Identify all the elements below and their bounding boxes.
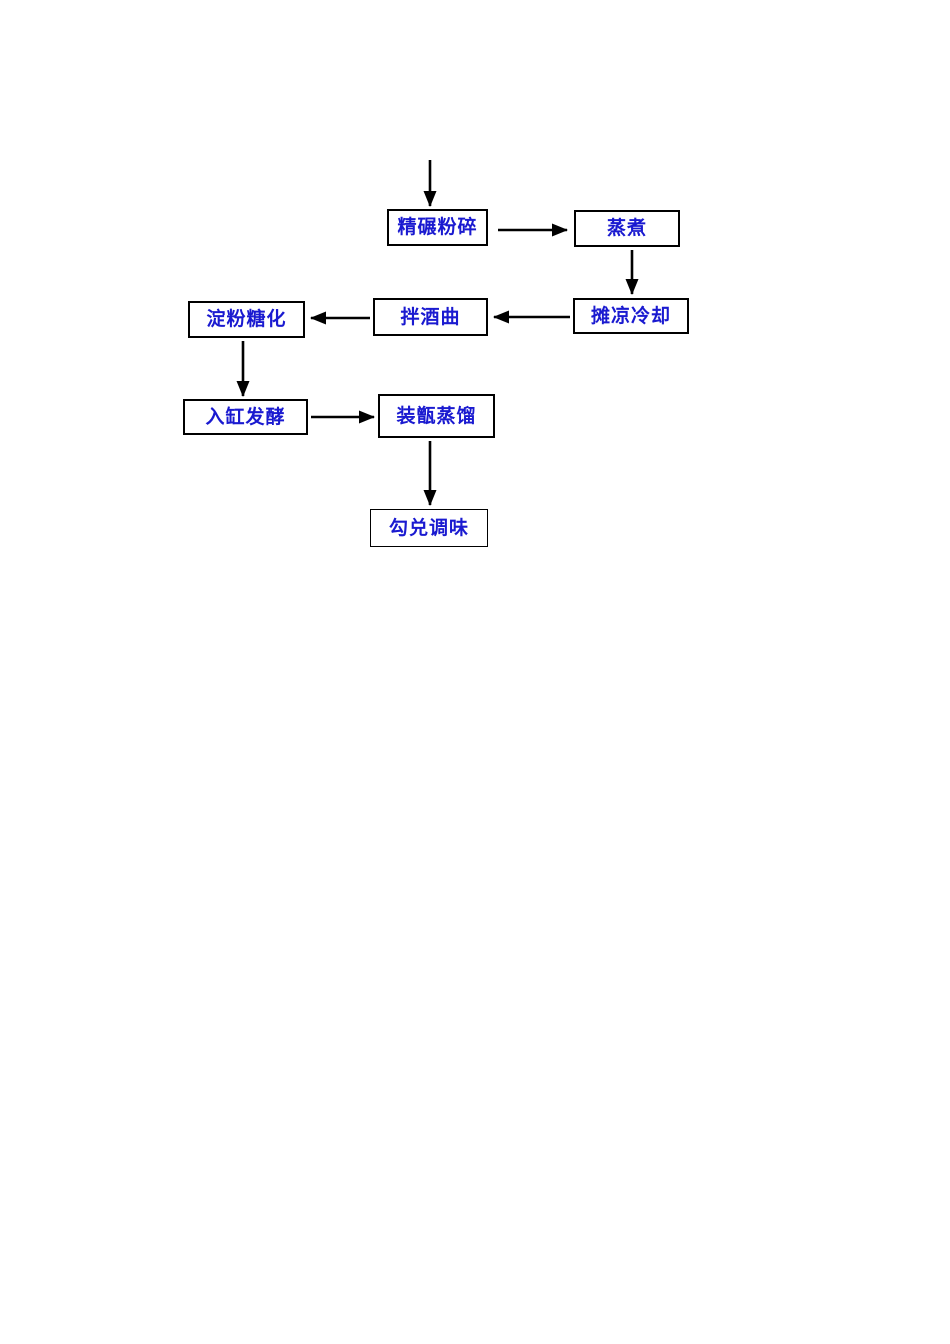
flow-node-saccharify-label: 淀粉糖化 <box>206 309 287 330</box>
flow-node-distill-label: 装甑蒸馏 <box>396 405 477 427</box>
flow-node-ferment: 入缸发酵 <box>183 399 308 435</box>
flow-node-mix-yeast: 拌酒曲 <box>373 298 488 336</box>
flow-node-ferment-label: 入缸发酵 <box>205 406 286 428</box>
flow-node-saccharify: 淀粉糖化 <box>188 301 305 338</box>
flow-node-steam: 蒸煮 <box>574 210 680 247</box>
flow-node-blend-label: 勾兑调味 <box>388 517 469 539</box>
flow-node-crush: 精碾粉碎 <box>387 209 488 246</box>
flow-node-cool: 摊凉冷却 <box>573 298 689 334</box>
flow-node-steam-label: 蒸煮 <box>606 218 647 239</box>
flow-node-blend: 勾兑调味 <box>370 509 488 547</box>
flow-node-cool-label: 摊凉冷却 <box>590 305 671 327</box>
flow-node-crush-label: 精碾粉碎 <box>397 217 478 238</box>
flow-node-mix-yeast-label: 拌酒曲 <box>400 306 461 328</box>
flow-node-distill: 装甑蒸馏 <box>378 394 495 438</box>
